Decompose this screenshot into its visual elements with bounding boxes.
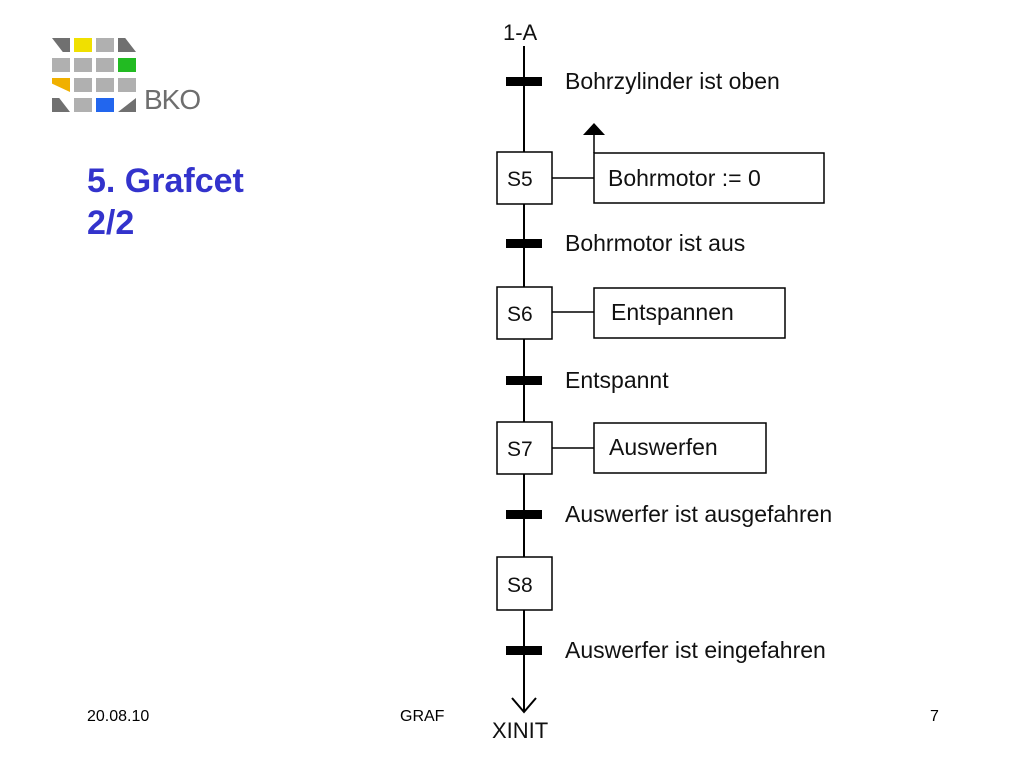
transition-label: Entspannt bbox=[565, 367, 669, 393]
transition-label: Bohrzylinder ist oben bbox=[565, 68, 780, 94]
logo-square bbox=[74, 38, 92, 52]
arrow-up-icon bbox=[583, 123, 605, 135]
action-label: Entspannen bbox=[611, 299, 734, 325]
logo-square bbox=[118, 58, 136, 72]
step-box bbox=[496, 421, 553, 475]
logo-square bbox=[74, 78, 92, 92]
footer-date: 20.08.10 bbox=[87, 708, 150, 725]
step-label: S5 bbox=[507, 168, 533, 191]
transition-bar bbox=[506, 510, 542, 519]
footer-page: 7 bbox=[930, 708, 939, 725]
logo-square bbox=[52, 58, 70, 72]
bko-logo: BKO bbox=[52, 38, 222, 128]
action-label: Auswerfen bbox=[609, 434, 718, 460]
logo-square bbox=[74, 58, 92, 72]
step-box bbox=[496, 556, 553, 611]
transition-bar bbox=[506, 376, 542, 385]
slide-title: 5. Grafcet 2/2 bbox=[87, 160, 244, 244]
action-box bbox=[593, 422, 767, 474]
step-box bbox=[496, 151, 553, 205]
transition-bar bbox=[506, 77, 542, 86]
logo-text: BKO bbox=[144, 84, 201, 115]
logo-square bbox=[96, 58, 114, 72]
transition-label: Auswerfer ist eingefahren bbox=[565, 637, 826, 663]
title-line-2: 2/2 bbox=[87, 204, 135, 242]
action-box bbox=[593, 152, 825, 204]
action-label: Bohrmotor := 0 bbox=[608, 165, 761, 191]
step-label: S8 bbox=[507, 574, 533, 597]
logo-square bbox=[74, 98, 92, 112]
transition-bar bbox=[506, 646, 542, 655]
final-arrow-icon bbox=[511, 697, 537, 714]
action-box bbox=[593, 287, 786, 339]
transition-label: Auswerfer ist ausgefahren bbox=[565, 501, 832, 527]
logo-square bbox=[118, 78, 136, 92]
initial-label: 1-A bbox=[503, 20, 538, 45]
step-label: S7 bbox=[507, 438, 533, 461]
logo-square bbox=[96, 38, 114, 52]
step-label: S6 bbox=[507, 303, 533, 326]
final-label: XINIT bbox=[492, 718, 548, 743]
logo-square bbox=[96, 98, 114, 112]
title-line-1: 5. Grafcet bbox=[87, 162, 244, 200]
transition-bar bbox=[506, 239, 542, 248]
logo-square bbox=[96, 78, 114, 92]
step-box bbox=[496, 286, 553, 340]
transition-label: Bohrmotor ist aus bbox=[565, 230, 745, 256]
footer-middle: GRAF bbox=[400, 708, 445, 725]
